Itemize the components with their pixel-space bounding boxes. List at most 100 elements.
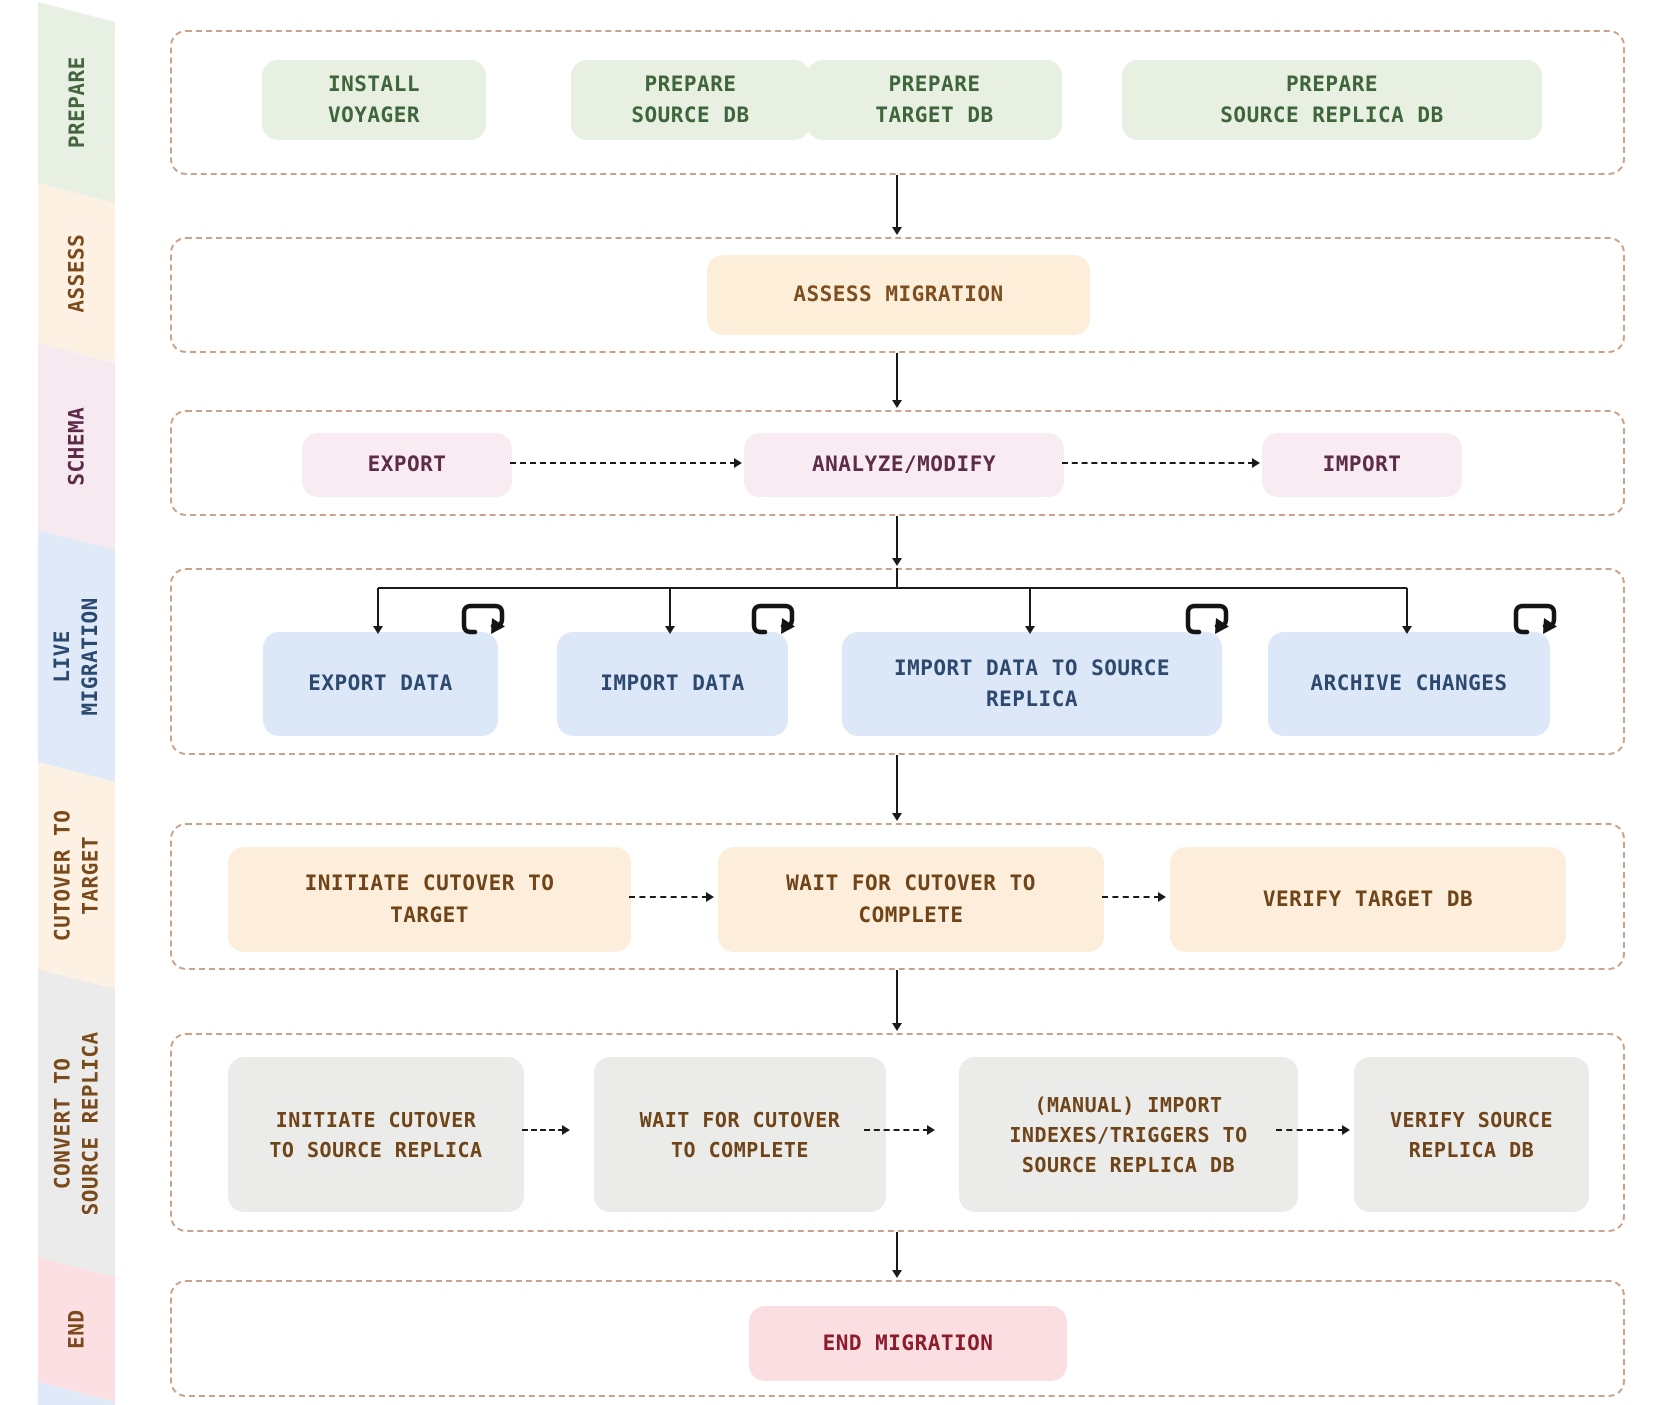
phase-label-prepare: PREPARE xyxy=(64,56,89,149)
phase-band-assess: ASSESS xyxy=(38,183,115,363)
phase-band-cutover-to-target: CUTOVER TO TARGET xyxy=(38,762,115,989)
flow-arrow-dashed xyxy=(1102,896,1160,898)
branch-line xyxy=(378,587,1407,589)
arrowhead-down xyxy=(665,626,675,634)
arrowhead-right xyxy=(706,892,714,902)
step-label: IMPORT DATA TO SOURCE REPLICA xyxy=(893,655,1170,712)
step-prepare-0: INSTALL VOYAGER xyxy=(262,60,486,140)
step-label: (MANUAL) IMPORT INDEXES/TRIGGERS TO SOUR… xyxy=(1009,1092,1248,1177)
step-label: EXPORT DATA xyxy=(308,671,453,696)
flow-arrow-dashed xyxy=(864,1129,929,1131)
phase-label-assess: ASSESS xyxy=(64,233,89,313)
repeat-icon xyxy=(750,602,796,638)
flow-arrow-dashed xyxy=(522,1129,564,1131)
step-prepare-3: PREPARE SOURCE REPLICA DB xyxy=(1122,60,1542,140)
step-label: INITIATE CUTOVER TO SOURCE REPLICA xyxy=(269,1107,483,1162)
step-label: ARCHIVE CHANGES xyxy=(1310,671,1508,696)
lane-assess: ASSESS MIGRATION xyxy=(170,237,1625,353)
step-label: WAIT FOR CUTOVER TO COMPLETE xyxy=(786,871,1036,927)
arrowhead-down xyxy=(892,813,902,821)
lane-cutover-to-target: INITIATE CUTOVER TO TARGET WAIT FOR CUTOV… xyxy=(170,823,1625,970)
step-schema-0: EXPORT xyxy=(302,433,512,497)
flow-arrow-vertical xyxy=(896,175,898,229)
flow-arrow-vertical xyxy=(896,1232,898,1272)
flow-arrow-vertical xyxy=(896,353,898,402)
phase-label-convert-to-source-replica: CONVERT TO SOURCE REPLICA xyxy=(50,1030,103,1216)
branch-drop-arrow xyxy=(669,588,671,628)
step-schema-1: ANALYZE/MODIFY xyxy=(744,433,1064,497)
phase-label-live-migration: LIVE MIGRATION xyxy=(50,596,103,716)
step-live-migration-1: IMPORT DATA xyxy=(557,603,795,736)
phase-label-schema: SCHEMA xyxy=(64,407,89,486)
arrowhead-down xyxy=(892,400,902,408)
step-prepare-1: PREPARE SOURCE DB xyxy=(571,60,810,140)
phase-label-cutover-to-target: CUTOVER TO TARGET xyxy=(50,809,103,942)
step-schema-2: IMPORT xyxy=(1262,433,1462,497)
step-label: PREPARE SOURCE REPLICA DB xyxy=(1220,71,1444,128)
branch-stub xyxy=(896,568,898,588)
step-assess-0: ASSESS MIGRATION xyxy=(707,255,1090,335)
repeat-icon xyxy=(1184,602,1230,638)
branch-drop-arrow xyxy=(1406,588,1408,628)
lane-end: END MIGRATION xyxy=(170,1280,1625,1397)
step-label: END MIGRATION xyxy=(822,1330,994,1355)
lane-schema: EXPORT ANALYZE/MODIFY IMPORT xyxy=(170,410,1625,516)
arrowhead-down xyxy=(373,626,383,634)
flow-arrow-dashed xyxy=(629,896,708,898)
flow-arrow-vertical xyxy=(896,755,898,815)
phase-band-schema: SCHEMA xyxy=(38,343,115,550)
lane-prepare: INSTALL VOYAGER PREPARE SOURCE DB PREPARE … xyxy=(170,30,1625,175)
phase-label-end: END xyxy=(64,1309,89,1350)
flow-arrow-vertical xyxy=(896,516,898,560)
arrowhead-down xyxy=(892,1023,902,1031)
arrowhead-down xyxy=(1025,626,1035,634)
step-cutover-to-target-0: INITIATE CUTOVER TO TARGET xyxy=(228,847,631,952)
arrowhead-down xyxy=(892,558,902,566)
step-label: IMPORT xyxy=(1322,452,1402,477)
arrowhead-down xyxy=(892,227,902,235)
arrowhead-right xyxy=(562,1125,570,1135)
arrowhead-right xyxy=(734,458,742,468)
flow-arrow-vertical xyxy=(896,970,898,1025)
step-prepare-2: PREPARE TARGET DB xyxy=(807,60,1062,140)
phase-band-prepare: PREPARE xyxy=(38,2,115,203)
arrowhead-down xyxy=(1402,626,1412,634)
phase-band-convert-to-source-replica: CONVERT TO SOURCE REPLICA xyxy=(38,969,115,1277)
step-live-migration-0: EXPORT DATA xyxy=(263,603,505,736)
flow-arrow-dashed xyxy=(1062,462,1254,464)
repeat-icon xyxy=(460,602,506,638)
step-convert-to-source-replica-0: INITIATE CUTOVER TO SOURCE REPLICA xyxy=(228,1057,524,1212)
step-label: WAIT FOR CUTOVER TO COMPLETE xyxy=(639,1107,841,1162)
step-label: INSTALL VOYAGER xyxy=(327,71,420,128)
branch-drop-arrow xyxy=(377,588,379,628)
phase-band-live-migration: LIVE MIGRATION xyxy=(38,530,115,782)
arrowhead-right xyxy=(1252,458,1260,468)
step-label: INITIATE CUTOVER TO TARGET xyxy=(304,871,555,927)
step-label: VERIFY SOURCE REPLICA DB xyxy=(1389,1107,1554,1162)
phase-band-end: END xyxy=(38,1257,115,1402)
arrowhead-right xyxy=(1342,1125,1350,1135)
step-label: EXPORT xyxy=(367,452,447,477)
step-cutover-to-target-1: WAIT FOR CUTOVER TO COMPLETE xyxy=(718,847,1104,952)
lane-live-migration: EXPORT DATA IMPORT DATA IMPORT DATA TO SOU… xyxy=(170,568,1625,755)
flow-arrow-dashed xyxy=(1276,1129,1344,1131)
step-convert-to-source-replica-3: VERIFY SOURCE REPLICA DB xyxy=(1354,1057,1589,1212)
step-convert-to-source-replica-1: WAIT FOR CUTOVER TO COMPLETE xyxy=(594,1057,886,1212)
step-end-0: END MIGRATION xyxy=(749,1306,1067,1381)
branch-drop-arrow xyxy=(1029,588,1031,628)
step-cutover-to-target-2: VERIFY TARGET DB xyxy=(1170,847,1566,952)
step-label: PREPARE SOURCE DB xyxy=(631,71,750,128)
step-label: VERIFY TARGET DB xyxy=(1262,886,1474,911)
repeat-icon xyxy=(1512,602,1558,638)
step-label: ANALYZE/MODIFY xyxy=(811,452,996,477)
arrowhead-down xyxy=(892,1270,902,1278)
step-label: IMPORT DATA xyxy=(600,671,745,696)
lane-convert-to-source-replica: INITIATE CUTOVER TO SOURCE REPLICA WAIT F… xyxy=(170,1033,1625,1232)
step-live-migration-3: ARCHIVE CHANGES xyxy=(1268,603,1557,736)
step-label: PREPARE TARGET DB xyxy=(875,71,994,128)
arrowhead-right xyxy=(1158,892,1166,902)
step-label: ASSESS MIGRATION xyxy=(793,282,1004,307)
step-convert-to-source-replica-2: (MANUAL) IMPORT INDEXES/TRIGGERS TO SOUR… xyxy=(959,1057,1298,1212)
step-live-migration-2: IMPORT DATA TO SOURCE REPLICA xyxy=(842,603,1229,736)
